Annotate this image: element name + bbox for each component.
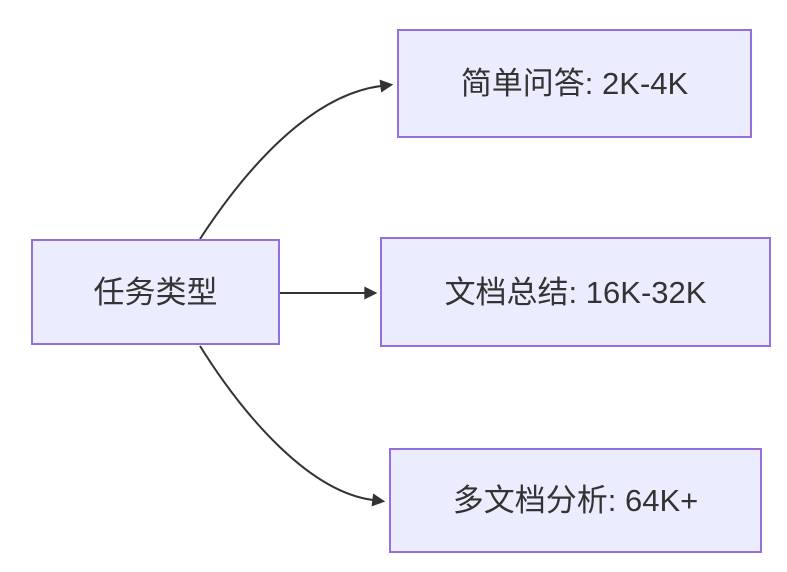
node-multi-doc: 多文档分析: 64K+ <box>389 448 762 553</box>
edge-task-type-to-simple-qa <box>199 79 394 240</box>
node-task-type-label: 任务类型 <box>93 274 218 310</box>
edge-task-type-to-multi-doc <box>199 345 386 507</box>
node-simple-qa-label: 简单问答: 2K-4K <box>460 66 689 101</box>
node-multi-doc-label: 多文档分析: 64K+ <box>452 483 699 518</box>
node-doc-summary: 文档总结: 16K-32K <box>380 237 771 347</box>
node-simple-qa: 简单问答: 2K-4K <box>397 29 752 138</box>
node-doc-summary-label: 文档总结: 16K-32K <box>444 274 707 310</box>
node-task-type: 任务类型 <box>31 239 280 345</box>
